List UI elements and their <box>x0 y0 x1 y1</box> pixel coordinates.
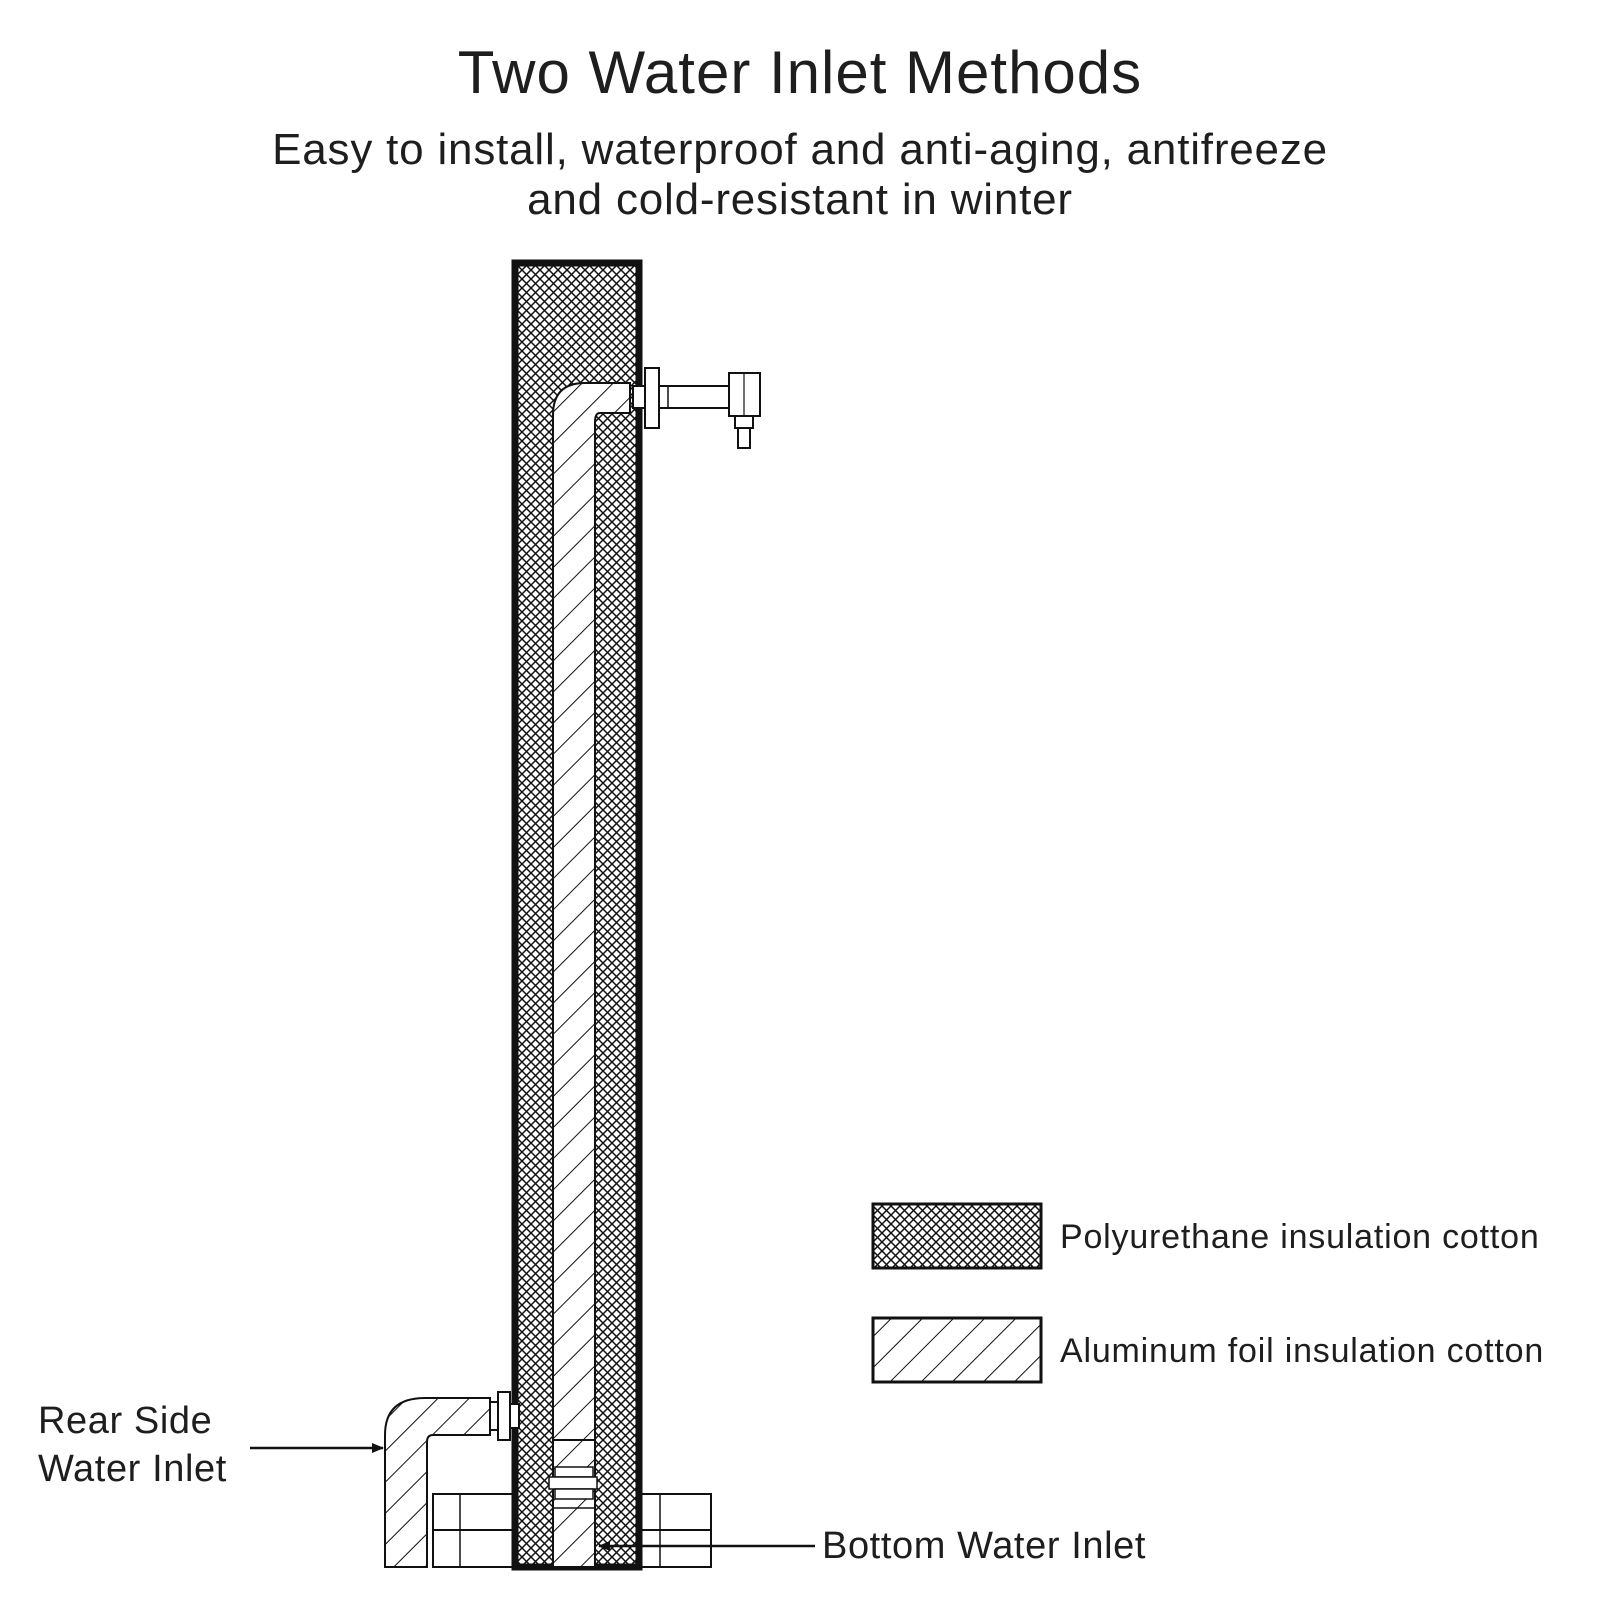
subtitle-line-1: Easy to install, waterproof and anti-agi… <box>272 125 1328 174</box>
legend-swatch-polyurethane <box>871 1202 1043 1270</box>
bottom-inlet-label: Bottom Water Inlet <box>822 1525 1147 1567</box>
rear-inlet-label-line-2: Water Inlet <box>38 1448 227 1490</box>
subtitle-line-2: and cold-resistant in winter <box>527 175 1073 224</box>
rear-inlet-label-line-1: Rear Side <box>38 1400 213 1442</box>
bottom-inlet-pipe <box>548 1439 598 1568</box>
diagram-subtitle: Easy to install, waterproof and anti-agi… <box>0 125 1600 225</box>
faucet <box>632 367 761 449</box>
inner-pipe <box>552 382 631 1441</box>
diagram-title: Two Water Inlet Methods <box>457 39 1143 106</box>
legend-swatches <box>871 1202 1043 1384</box>
legend-swatch-aluminum <box>871 1316 1043 1384</box>
legend-label-polyurethane: Polyurethane insulation cotton <box>1060 1218 1540 1256</box>
rear-inlet-label: Rear Side Water Inlet <box>38 1397 227 1493</box>
rear-inlet-pipe <box>384 1391 520 1568</box>
legend-label-aluminum: Aluminum foil insulation cotton <box>1060 1332 1545 1370</box>
